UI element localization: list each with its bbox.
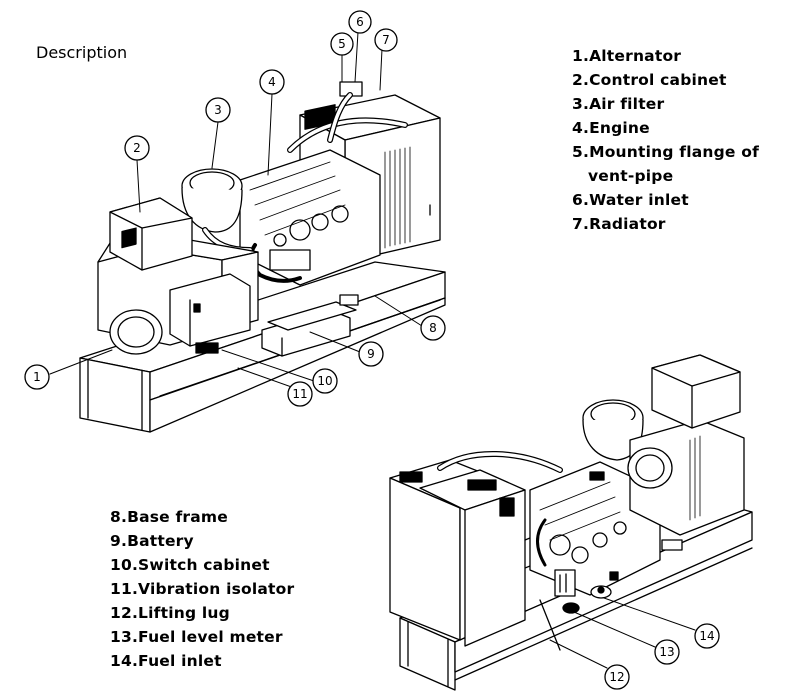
vibration-isolator-bottom (609, 539, 683, 581)
water-pipe-bottom (437, 451, 563, 473)
callout-2: 2 (124, 135, 150, 161)
legend-bottom: 8.Base frame 9.Battery 10.Switch cabinet… (110, 505, 360, 673)
callout-14-label: 14 (699, 629, 714, 643)
callouts-top: 1 2 3 4 5 6 7 8 9 10 11 (24, 10, 446, 407)
callout-leaders-top (49, 31, 423, 391)
fuel-inlet (590, 585, 612, 599)
switch-cabinet-top (169, 273, 251, 347)
callout-7-label: 7 (382, 33, 390, 47)
callout-6-label: 6 (356, 15, 364, 29)
vibration-isolator-top (195, 294, 359, 354)
legend-item-alternator: 1.Alternator (572, 47, 682, 65)
callout-14: 14 (694, 623, 720, 649)
callout-13-label: 13 (659, 645, 674, 659)
diagram-title: Description (36, 43, 128, 62)
callouts-bottom: 12 13 14 (604, 623, 720, 690)
callout-13: 13 (654, 639, 680, 665)
callout-12: 12 (604, 664, 630, 690)
legend-item-control-cabinet: 2.Control cabinet (572, 71, 727, 89)
fuel-level-meter (562, 602, 580, 614)
legend-item-base-frame: 8.Base frame (110, 508, 228, 526)
callout-5: 5 (330, 32, 354, 56)
legend-item-lifting-lug: 12.Lifting lug (110, 604, 230, 622)
callout-2-label: 2 (133, 141, 141, 155)
generator-rear-view (389, 354, 753, 691)
callout-1: 1 (24, 364, 50, 390)
callout-4: 4 (259, 69, 285, 95)
callout-8-label: 8 (429, 321, 437, 335)
legend-item-engine: 4.Engine (572, 119, 650, 137)
control-cabinet-top (109, 197, 193, 271)
callout-1-label: 1 (33, 370, 41, 384)
callout-7: 7 (374, 28, 398, 52)
generator-front-view (79, 81, 446, 433)
legend-item-battery: 9.Battery (110, 532, 194, 550)
legend-item-radiator: 7.Radiator (572, 215, 666, 233)
legend-item-water-inlet: 6.Water inlet (572, 191, 689, 209)
callout-5-label: 5 (338, 37, 346, 51)
callout-10: 10 (312, 368, 338, 394)
callout-3-label: 3 (214, 103, 222, 117)
callout-9: 9 (358, 341, 384, 367)
legend-item-mounting-flange: 5.Mounting flange of (572, 143, 760, 161)
callout-9-label: 9 (367, 347, 375, 361)
legend-item-air-filter: 3.Air filter (572, 95, 665, 113)
callout-12-label: 12 (609, 670, 624, 684)
engine-top (239, 149, 381, 286)
legend-item-mounting-flange-cont: vent-pipe (588, 167, 674, 185)
battery-top (261, 301, 357, 357)
callout-leaders-bottom (549, 597, 696, 669)
engine-bottom (529, 461, 661, 597)
callout-11-label: 11 (292, 387, 307, 401)
water-inlet-top (287, 81, 408, 153)
callout-6: 6 (348, 10, 372, 34)
legend-item-fuel-level-meter: 13.Fuel level meter (110, 628, 283, 646)
callout-3: 3 (205, 97, 231, 123)
callout-10-label: 10 (317, 374, 332, 388)
callout-4-label: 4 (268, 75, 276, 89)
callout-11: 11 (287, 381, 313, 407)
legend-item-vibration-isolator: 11.Vibration isolator (110, 580, 295, 598)
legend-item-fuel-inlet: 14.Fuel inlet (110, 652, 222, 670)
legend-top: 1.Alternator 2.Control cabinet 3.Air fil… (572, 44, 782, 236)
callout-8: 8 (420, 315, 446, 341)
air-filter-top (181, 168, 253, 253)
radiator-bottom (389, 459, 546, 647)
air-filter-bottom (582, 399, 644, 461)
control-cabinet-bottom (651, 354, 741, 429)
legend-item-switch-cabinet: 10.Switch cabinet (110, 556, 270, 574)
